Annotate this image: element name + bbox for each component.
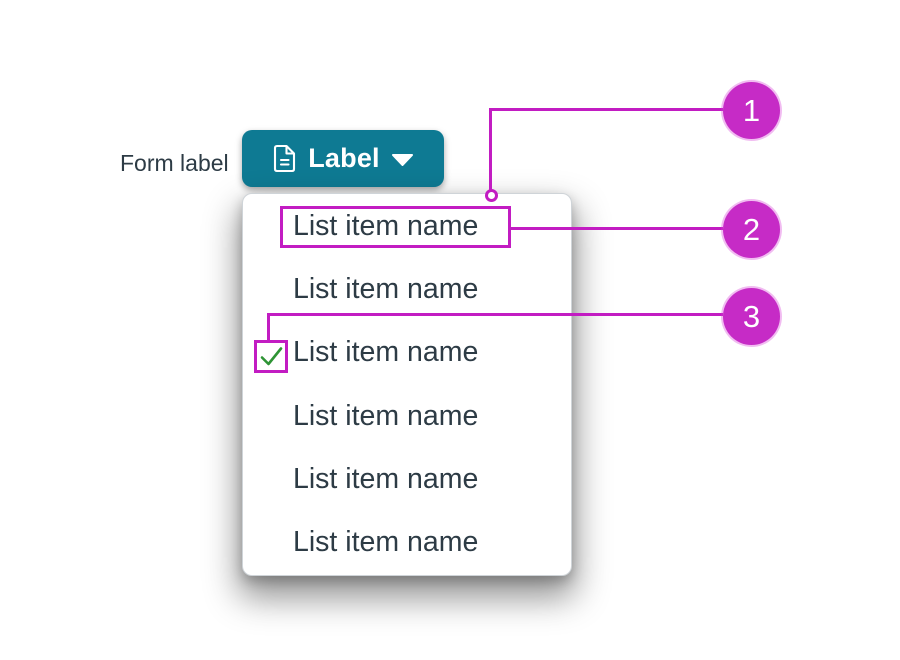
list-item-label: List item name: [293, 210, 479, 243]
list-item-4[interactable]: List item name: [243, 385, 571, 448]
callout-1-line-vertical: [489, 108, 492, 191]
callout-badge-1: 1: [723, 82, 780, 139]
callout-number: 1: [742, 92, 761, 128]
chevron-down-icon: [391, 154, 413, 166]
document-icon: [274, 144, 296, 173]
list-item-label: List item name: [293, 399, 479, 432]
list-item-5[interactable]: List item name: [243, 448, 571, 511]
annotation-box-first-item: [280, 206, 511, 248]
callout-3-line-vertical: [267, 313, 270, 343]
label-dropdown-button[interactable]: Label: [242, 130, 444, 187]
callout-3-line-horizontal: [267, 313, 723, 316]
list-item-3-selected[interactable]: List item name: [243, 321, 571, 384]
callout-badge-2: 2: [723, 201, 780, 258]
list-item-1[interactable]: List item name: [243, 195, 571, 258]
form-label: Form label: [120, 150, 229, 176]
callout-1-anchor-dot: [485, 189, 498, 202]
list-item-2[interactable]: List item name: [243, 258, 571, 321]
callout-1-line-horizontal: [489, 108, 723, 111]
list-item-label: List item name: [293, 273, 479, 306]
selected-item-checkbox-annotation: [254, 340, 288, 373]
list-item-label: List item name: [293, 525, 479, 558]
checkmark-icon: [260, 347, 282, 366]
callout-number: 3: [742, 298, 761, 334]
callout-2-line: [511, 227, 723, 230]
callout-number: 2: [742, 211, 761, 247]
dropdown-listbox: List item name List item name List item …: [242, 193, 572, 576]
list-item-label: List item name: [293, 462, 479, 495]
list-item-6[interactable]: List item name: [243, 511, 571, 574]
list-item-label: List item name: [293, 336, 479, 369]
callout-badge-3: 3: [723, 288, 780, 345]
dropdown-button-label: Label: [308, 143, 380, 173]
